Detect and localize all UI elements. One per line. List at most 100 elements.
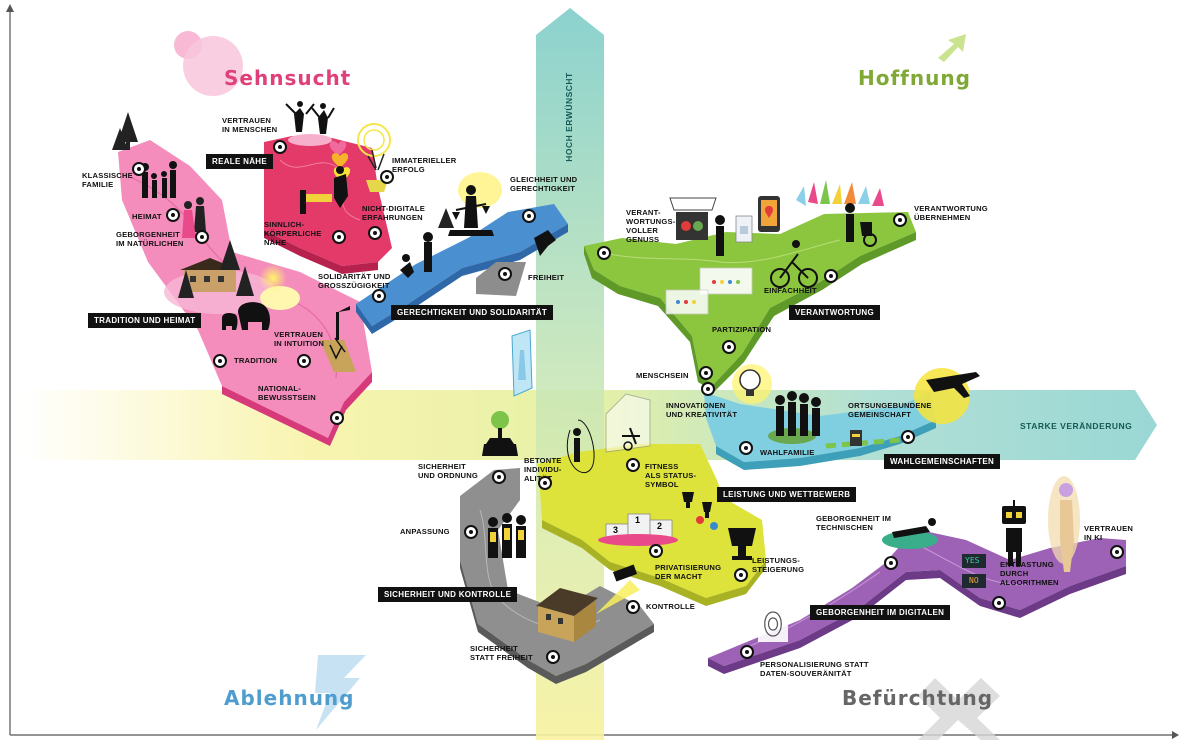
label-tradition: TRADITION [234,356,278,365]
street-lamp-icon [320,306,356,372]
label-vertrauen-intuition: VERTRAUEN IN INTUITION [274,330,325,348]
cluster-leistung: LEISTUNG UND WETTBEWERB [717,487,857,502]
label-geborgenheit-natuerlich: GEBORGENHEIT IM NATÜRLICHEN [116,230,184,248]
wheelchair-helper-silhouette [845,203,877,247]
label-vertrauen-menschen: VERTRAUEN IN MENSCHEN [222,116,278,134]
node-ortsungebundene [901,430,915,444]
cluster-tradition-heimat: TRADITION UND HEIMAT [88,313,202,328]
node-personalisierung [740,645,754,659]
node-anpassung [464,525,478,539]
speech-bubbles-icon [665,267,753,315]
node-partizipation [722,340,736,354]
label-kontrolle: KONTROLLE [646,602,696,611]
folk-couple-silhouette [182,197,206,238]
market-stall-icon [669,197,717,240]
luggage-icon [850,430,862,446]
label-partizipation: PARTIZIPATION [712,325,772,334]
pine-trees-icon [178,240,254,298]
label-privatisierung: PRIVATISIERUNG DER MACHT [655,563,722,581]
node-kontrolle [626,600,640,614]
label-fitness: FITNESS ALS STATUS- SYMBOL [645,462,697,489]
podium-third: 3 [613,525,619,535]
label-nationalbewusstsein: NATIONAL- BEWUSSTSEIN [258,384,316,402]
group-silhouette [775,391,821,436]
yes-no-screens [962,554,986,588]
quadrant-hoffnung: Hoffnung [858,66,971,90]
trophy-icon [682,492,756,560]
cluster-gerechtigkeit: GERECHTIGKEIT UND SOLIDARITÄT [391,305,554,320]
label-anpassung: ANPASSUNG [400,527,450,536]
node-fitness [626,458,640,472]
cluster-verantwortung: VERANTWORTUNG [789,305,881,320]
node-sicherheit-statt-freiheit [546,650,560,664]
quadrant-befuerchtung: Befürchtung [842,686,994,710]
label-innovationen: INNOVATIONEN UND KREATIVITÄT [666,401,738,419]
node-solidaritaet [372,289,386,303]
node-leistungssteigerung [734,568,748,582]
node-vertrauen-intuition [297,354,311,368]
label-freiheit: FREIHEIT [528,273,565,282]
label-solidaritaet: SOLIDARITÄT UND GROSSZÜGIGKEIT [318,272,391,290]
couple-bed-silhouette [300,166,348,214]
node-geborgenheit-technischen [884,556,898,570]
security-camera-icon [596,564,640,614]
podium-first: 1 [635,515,641,525]
hoffnung-arrow-icon [938,34,966,62]
node-sicherheit-ordnung [492,470,506,484]
vertical-axis-label: HOCH ERWÜNSCHT [564,72,574,162]
label-leistungssteigerung: LEISTUNGS- STEIGERUNG [752,556,805,574]
jumping-people-silhouette [285,101,335,134]
node-klassische-familie [132,162,146,176]
label-ortsungebundene: ORTSUNGEBUNDENE GEMEINSCHAFT [848,401,932,419]
podium-second: 2 [657,521,663,531]
node-menschsein [699,366,713,380]
cluster-sicherheit: SICHERHEIT UND KONTROLLE [378,587,518,602]
label-wahlfamilie: WAHLFAMILIE [760,448,815,457]
milk-carton-icon [735,215,753,243]
label-heimat: HEIMAT [132,212,162,221]
node-entlastung [992,596,1006,610]
uniform-group-silhouette [488,513,526,558]
smartphone-map-icon [758,196,780,232]
node-freiheit [498,267,512,281]
label-menschsein: MENSCHSEIN [636,371,689,380]
node-betonte-individualitaet [538,476,552,490]
shopper-silhouette [715,215,725,256]
bird-freedom-icon [534,230,556,256]
screen-yes: YES [965,556,980,565]
quadrant-ablehnung: Ablehnung [224,686,355,710]
ablehnung-bolt-icon [315,655,366,730]
cluster-reale-naehe: REALE NÄHE [206,154,274,169]
quadrant-sehnsucht: Sehnsucht [224,66,352,90]
ai-figure-icon [1048,476,1080,572]
lightbulb-icon [732,364,772,404]
node-wahlfamilie [739,441,753,455]
elephants-silhouette [222,302,270,330]
node-innovationen [701,382,715,396]
vertical-axis-band [536,8,604,740]
sehnsucht-circles [174,31,243,96]
node-einfachheit [824,269,838,283]
label-gleichheit: GLEICHHEIT UND GERECHTIGKEIT [510,175,578,193]
cluster-wahlgemeinschaften: WAHLGEMEINSCHAFTEN [884,454,1001,469]
node-heimat [166,208,180,222]
label-entlastung: ENTLASTUNG DURCH ALGORITHMEN [1000,560,1059,587]
airplane-icon [914,368,980,424]
robot-icon [1002,500,1026,566]
node-geborgenheit-natuerlich [195,230,209,244]
label-vertrauen-ki: VERTRAUEN IN KI [1084,524,1134,542]
label-sicherheit-ordnung: SICHERHEIT UND ORDNUNG [418,462,478,480]
node-gleichheit [522,209,536,223]
label-geborgenheit-technischen: GEBORGENHEIT IM TECHNISCHEN [816,514,892,532]
label-einfachheit: EINFACHHEIT [764,286,817,295]
seated-people-silhouette [400,232,433,278]
label-klassische-familie: KLASSISCHE FAMILIE [82,171,133,189]
label-immaterieller-erfolg: IMMATERIELLER ERFOLG [392,156,457,174]
node-nationalbewusstsein [330,411,344,425]
node-sinnlich [332,230,346,244]
cyclist-silhouette [770,240,818,288]
house-icon [536,588,598,642]
label-nicht-digitale: NICHT-DIGITALE ERFAHRUNGEN [362,204,425,222]
